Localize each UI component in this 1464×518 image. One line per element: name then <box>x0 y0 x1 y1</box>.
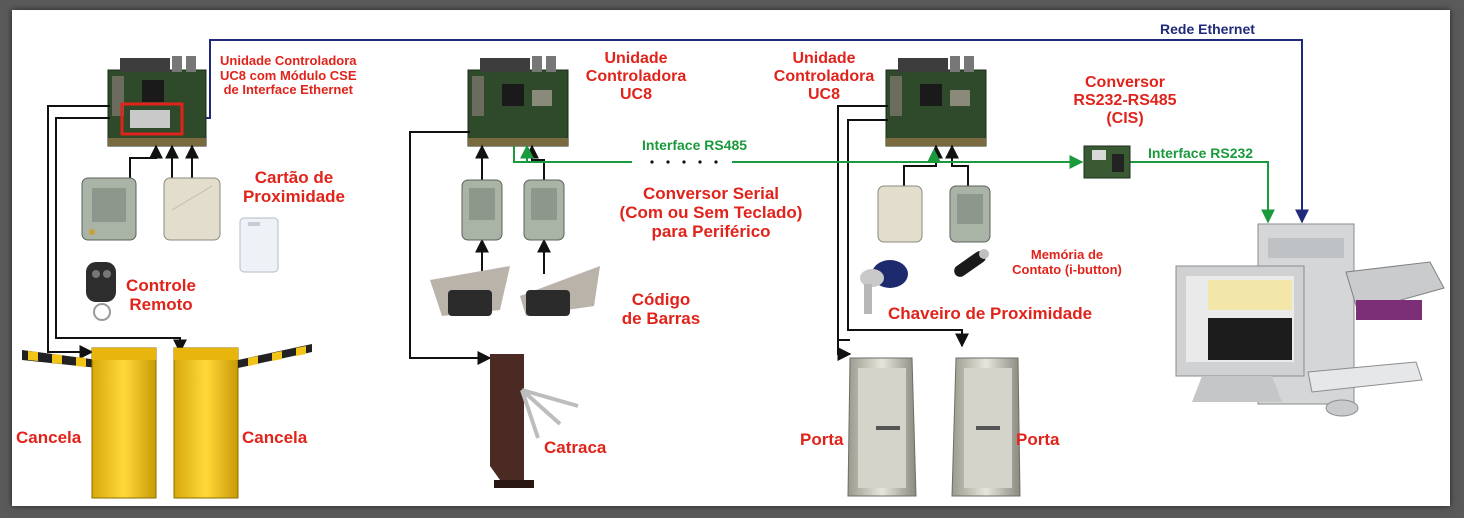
conversor-cis-line-2: RS232-RS485 <box>1073 91 1177 109</box>
uc8-right-line-2: Controladora <box>773 67 875 85</box>
chaveiro-label: Chaveiro de Proximidade <box>888 304 1093 323</box>
controle-line-2: Remoto <box>129 295 193 315</box>
cartao-line-1: Cartão de <box>254 168 334 187</box>
keyfob-icon <box>860 260 908 314</box>
turnstile-icon <box>490 354 579 488</box>
barrier-gate-icon <box>22 347 157 499</box>
uc8-right-line-3: UC8 <box>807 85 840 103</box>
keypad-reader-icon <box>81 177 137 241</box>
ibutton-icon <box>954 249 989 277</box>
uc8-cse-line-2: UC8 com Módulo CSE <box>220 67 357 83</box>
controller-board-icon <box>885 56 987 147</box>
rs485-bus <box>513 144 1275 224</box>
cancela-left-label: Cancela <box>16 428 82 447</box>
rs485-label: Interface RS485 <box>642 137 748 153</box>
door-icon <box>951 357 1021 497</box>
conversor-cis-label: Conversor RS232-RS485 (CIS) <box>1060 74 1190 128</box>
conversor-serial-line-3: para Periférico <box>651 222 771 242</box>
conversor-cis-line-3: (CIS) <box>1106 109 1144 127</box>
uc8-middle-label: Unidade Controladora UC8 <box>576 50 696 104</box>
uc8-cse-label: Unidade Controladora UC8 com Módulo CSE … <box>220 53 357 98</box>
controller-board-icon <box>467 56 569 147</box>
conversor-cis-line-1: Conversor <box>1084 74 1166 91</box>
barcode-reader-icon <box>430 266 510 316</box>
uc8-middle-line-1: Unidade <box>604 50 668 67</box>
device-wiring <box>47 105 969 365</box>
rs232-label: Interface RS232 <box>1148 145 1254 161</box>
catraca-label: Catraca <box>544 438 607 457</box>
uc8-right-label: Unidade Controladora UC8 <box>764 50 884 104</box>
conversor-serial-line-1: Conversor Serial <box>642 184 780 203</box>
conversor-serial-line-2: (Com ou Sem Teclado) <box>619 203 803 223</box>
uc8-middle-line-3: UC8 <box>619 85 652 103</box>
keypad-reader-icon <box>523 179 565 241</box>
keypad-reader-icon <box>461 179 503 241</box>
uc8-middle-line-2: Controladora <box>585 67 687 85</box>
proximity-reader-icon <box>877 185 923 243</box>
ethernet-label: Rede Ethernet <box>1160 21 1255 37</box>
cancela-right-label: Cancela <box>242 428 308 447</box>
controller-board-icon <box>107 56 207 147</box>
converter-board-icon <box>1083 145 1131 179</box>
rs485-gap-dots <box>650 160 718 164</box>
cartao-line-2: Proximidade <box>242 187 346 207</box>
keypad-reader-icon <box>949 185 991 243</box>
uc8-cse-line-3: de Interface Ethernet <box>223 82 353 98</box>
memoria-label: Memória de Contato (i-button) <box>1002 247 1132 277</box>
uc8-cse-line-1: Unidade Controladora <box>220 53 357 68</box>
codigo-line-2: de Barras <box>621 309 701 329</box>
porta-left-label: Porta <box>800 430 844 449</box>
porta-right-label: Porta <box>1016 430 1060 449</box>
conversor-serial-label: Conversor Serial (Com ou Sem Teclado) pa… <box>606 184 816 241</box>
barrier-gate-icon <box>173 344 312 499</box>
computer-workstation-icon <box>1175 223 1445 417</box>
proximity-card-icon <box>239 217 279 273</box>
codigo-barras-label: Código de Barras <box>616 290 706 328</box>
door-icon <box>847 357 917 497</box>
controle-line-1: Controle <box>126 276 196 295</box>
memoria-line-1: Memória de <box>1030 247 1104 262</box>
remote-control-icon <box>86 262 116 321</box>
diagram-graphics <box>22 39 1445 499</box>
diagram-canvas: Rede Ethernet Unidade Controladora UC8 c… <box>12 10 1450 506</box>
uc8-right-line-1: Unidade <box>792 50 856 67</box>
memoria-line-2: Contato (i-button) <box>1012 261 1122 277</box>
controle-label: Controle Remoto <box>118 276 204 314</box>
codigo-line-1: Código <box>631 290 691 309</box>
proximity-reader-icon <box>163 177 221 241</box>
cartao-label: Cartão de Proximidade <box>234 168 354 206</box>
barcode-reader-icon <box>520 266 600 316</box>
